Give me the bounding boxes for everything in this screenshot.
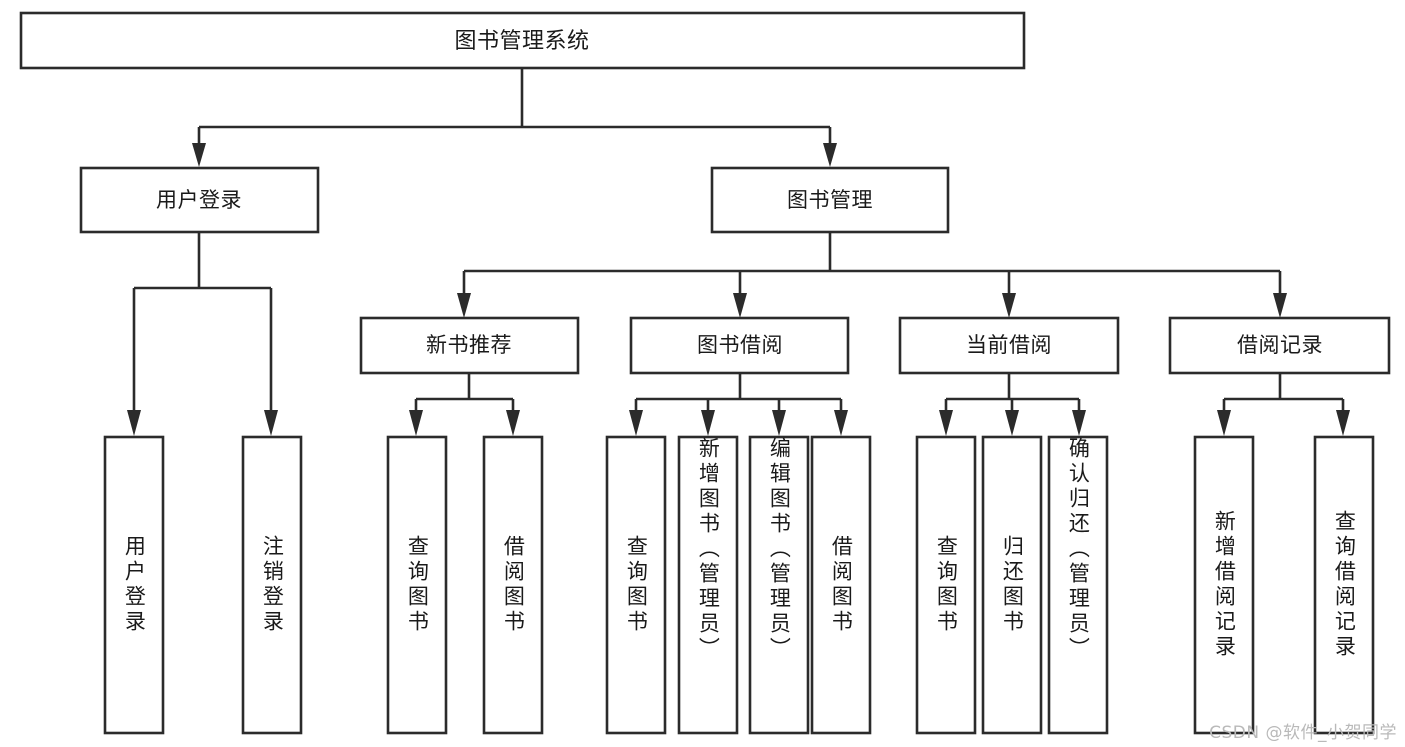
node-book-management-label: 图书管理 [787, 188, 873, 212]
node-leaf-edit-book-box[interactable] [748, 435, 810, 735]
node-book-borrow-label: 图书借阅 [697, 333, 783, 357]
arrow-root-to-book-mgmt [823, 143, 837, 167]
node-leaf-borrow-book-box[interactable] [810, 435, 872, 735]
arrow-root-to-user-login [192, 143, 206, 167]
connector-group-current [939, 373, 1086, 436]
arrow-bookmgmt-to-records [1273, 293, 1287, 318]
node-book-borrow[interactable]: 图书借阅 [629, 316, 850, 375]
node-leaf-borrow-book-newbook-box[interactable] [482, 435, 544, 735]
node-leaf-query-record-box[interactable] [1313, 435, 1375, 735]
node-current-borrow-label: 当前借阅 [966, 333, 1052, 357]
node-leaf-query-book-current-box[interactable] [915, 435, 977, 735]
node-book-management-box[interactable] [710, 166, 950, 234]
arrow-borrow-leaf-4 [834, 410, 848, 436]
arrow-userlogin-leaf-2 [264, 410, 278, 436]
arrow-bookmgmt-to-current [1002, 293, 1016, 318]
node-book-management[interactable]: 图书管理 [710, 166, 950, 234]
arrow-records-leaf-1 [1217, 410, 1231, 436]
arrow-userlogin-leaf-1 [127, 410, 141, 436]
connector-group-records [1217, 373, 1350, 436]
node-new-book-recommend-label: 新书推荐 [426, 333, 512, 357]
node-user-login[interactable]: 用户登录 [79, 166, 320, 234]
connector-group-user-login [127, 232, 278, 436]
node-leaf-return-book-box[interactable] [981, 435, 1043, 735]
arrow-borrow-leaf-3 [772, 410, 786, 436]
connector-group-borrow [629, 373, 848, 436]
arrow-current-leaf-3 [1072, 410, 1086, 436]
arrow-borrow-leaf-1 [629, 410, 643, 436]
node-user-login-box[interactable] [79, 166, 320, 234]
arrow-bookmgmt-to-borrow [733, 293, 747, 318]
arrow-newbook-leaf-2 [506, 410, 520, 436]
node-leaf-add-record-box[interactable] [1193, 435, 1255, 735]
csdn-watermark: CSDN @软件_小贺同学 [1209, 723, 1397, 743]
node-borrow-records-box[interactable] [1168, 316, 1391, 375]
connector-group-root [192, 68, 837, 167]
node-leaf-add-book-box[interactable] [677, 435, 739, 735]
node-leaf-query-book-borrow-box[interactable] [605, 435, 667, 735]
arrow-newbook-leaf-1 [409, 410, 423, 436]
arrow-current-leaf-2 [1005, 410, 1019, 436]
node-new-book-recommend[interactable]: 新书推荐 [359, 316, 580, 375]
connector-group-new-book [409, 373, 520, 436]
arrow-current-leaf-1 [939, 410, 953, 436]
node-leaf-query-book-newbook-box[interactable] [386, 435, 448, 735]
node-leaf-user-login-box[interactable] [103, 435, 165, 735]
leaf-boxes [103, 435, 1375, 735]
node-root[interactable]: 图书管理系统 [19, 11, 1026, 70]
node-leaf-confirm-return-box[interactable] [1047, 435, 1109, 735]
connector-group-book-mgmt [457, 232, 1287, 318]
node-root-box[interactable] [19, 11, 1026, 70]
node-current-borrow[interactable]: 当前借阅 [898, 316, 1120, 375]
arrow-bookmgmt-to-new-book [457, 293, 471, 318]
node-borrow-records-label: 借阅记录 [1237, 333, 1323, 357]
arrow-records-leaf-2 [1336, 410, 1350, 436]
node-current-borrow-box[interactable] [898, 316, 1120, 375]
node-borrow-records[interactable]: 借阅记录 [1168, 316, 1391, 375]
node-root-label: 图书管理系统 [454, 29, 589, 54]
node-leaf-logout-box[interactable] [241, 435, 303, 735]
arrow-borrow-leaf-2 [701, 410, 715, 436]
node-book-borrow-box[interactable] [629, 316, 850, 375]
node-user-login-label: 用户登录 [156, 188, 242, 212]
node-new-book-recommend-box[interactable] [359, 316, 580, 375]
